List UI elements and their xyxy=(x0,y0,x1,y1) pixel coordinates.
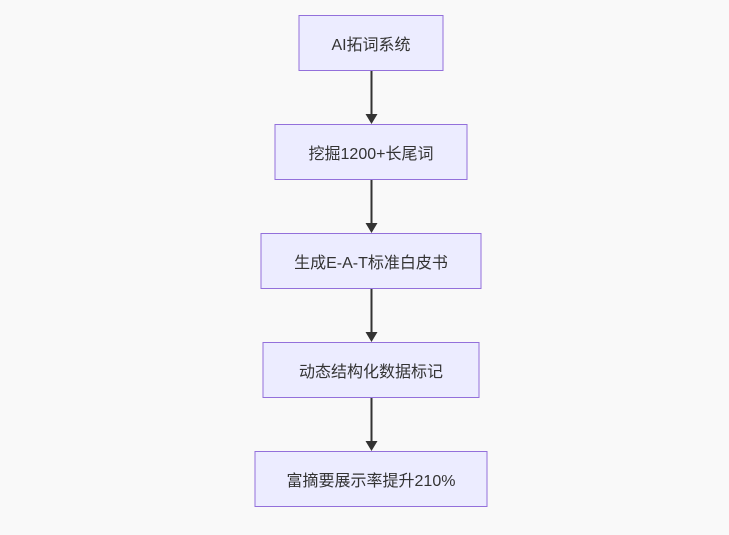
flow-node-ai-word-expansion: AI拓词系统 xyxy=(298,15,444,71)
flow-edge-1-2 xyxy=(365,71,377,124)
flow-node-longtail-keywords: 挖掘1200+长尾词 xyxy=(274,124,468,180)
flow-edge-2-3 xyxy=(365,180,377,233)
arrow-line xyxy=(370,398,372,441)
arrow-down-icon xyxy=(365,114,377,124)
flow-node-label: 挖掘1200+长尾词 xyxy=(308,146,434,163)
flowchart: AI拓词系统 挖掘1200+长尾词 生成E-A-T标准白皮书 动态结构化数据标记… xyxy=(254,15,488,507)
arrow-down-icon xyxy=(365,441,377,451)
flow-edge-3-4 xyxy=(365,289,377,342)
flow-node-label: AI拓词系统 xyxy=(331,37,411,54)
flow-node-label: 动态结构化数据标记 xyxy=(298,364,443,381)
flow-edge-4-5 xyxy=(365,398,377,451)
flow-node-rich-snippet-result: 富摘要展示率提升210% xyxy=(254,451,488,507)
flow-node-label: 生成E-A-T标准白皮书 xyxy=(294,255,448,272)
flow-node-eat-whitepaper: 生成E-A-T标准白皮书 xyxy=(260,233,482,289)
arrow-down-icon xyxy=(365,332,377,342)
arrow-line xyxy=(370,71,372,114)
flow-node-label: 富摘要展示率提升210% xyxy=(286,473,456,490)
flow-node-structured-data-markup: 动态结构化数据标记 xyxy=(262,342,480,398)
arrow-down-icon xyxy=(365,223,377,233)
arrow-line xyxy=(370,289,372,332)
arrow-line xyxy=(370,180,372,223)
